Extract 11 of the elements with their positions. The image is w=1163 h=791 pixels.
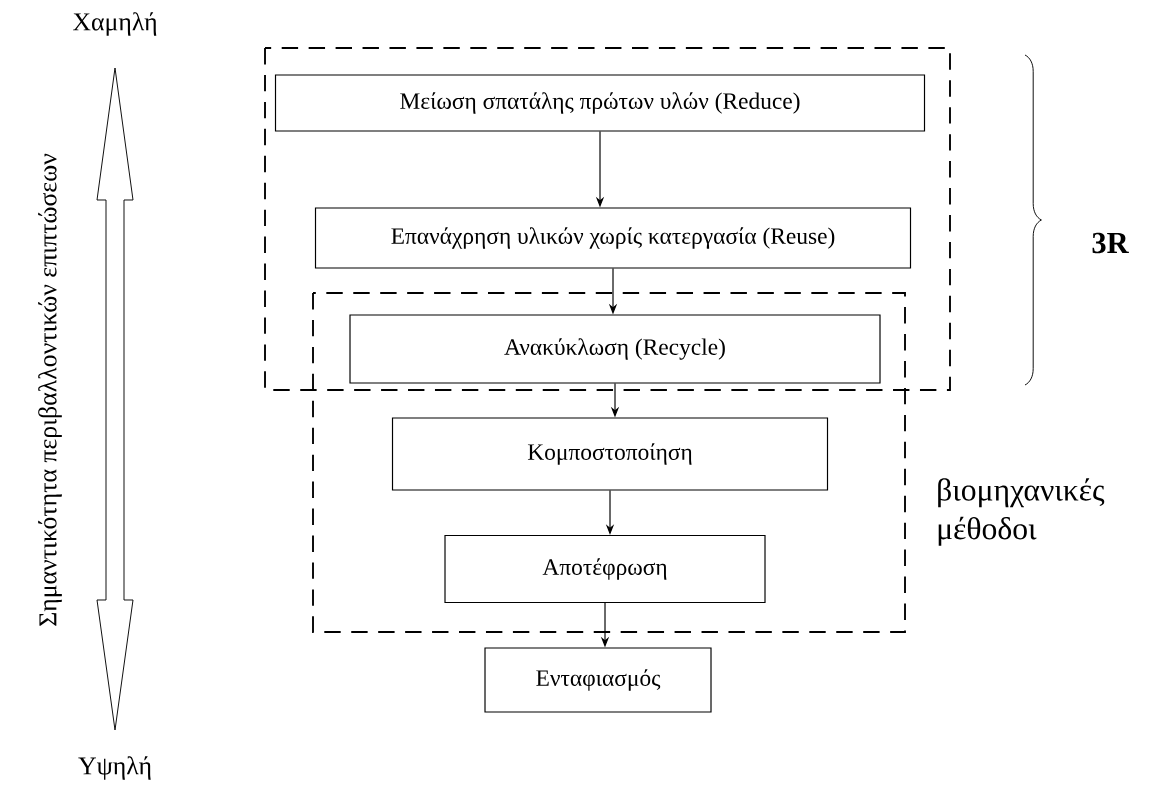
process-box: Αποτέφρωση [444, 534, 766, 604]
group-label: βιομηχανικές μέθοδοι [938, 478, 1105, 546]
process-box: Επανάχρηση υλικών χωρίς κατεργασία (Reuse) [314, 207, 912, 269]
group-label: 3R [1092, 232, 1129, 254]
scale-label: Χαμηλή [73, 12, 157, 36]
process-box: Ενταφιασμός [484, 647, 712, 713]
process-box: Κομποστοποίηση [391, 417, 829, 491]
process-box: Ανακύκλωση (Recycle) [349, 314, 881, 384]
process-box: Μείωση σπατάλης πρώτων υλών (Reduce) [274, 74, 926, 132]
scale-label: Υψηλή [78, 756, 151, 780]
axis-label: Σημαντικότητα περιβαλλοντικών επιπτώσεων [38, 153, 62, 626]
